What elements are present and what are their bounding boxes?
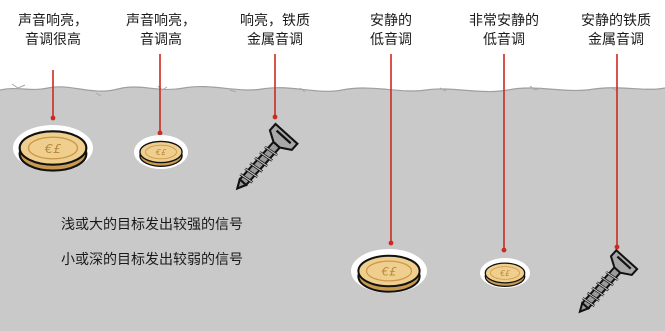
target-label-4: 安静的 低音调 [370,13,412,48]
coin-small-deep [480,258,530,288]
marker-dot-2 [157,130,163,136]
coin-large-deep [351,249,427,293]
marker-dot-5 [501,247,507,253]
marker-dot-3 [272,114,278,120]
marker-dot-4 [388,240,394,246]
marker-dot-1 [50,115,56,121]
soil-layer [0,86,665,331]
target-label-2: 声音响亮， 音调高 [126,13,196,48]
target-label-1: 声音响亮， 音调很高 [18,13,88,48]
marker-dot-6 [614,244,620,250]
soil-surface-edge [0,85,665,93]
coin-small-shallow [134,135,188,169]
target-label-5: 非常安静的 低音调 [469,13,539,48]
coin-large-shallow [13,125,93,172]
target-label-6: 安静的铁质 金属音调 [581,13,651,48]
target-label-3: 响亮，铁质 金属音调 [240,13,310,48]
note-deep-weak: 小或深的目标发出较弱的信号 [61,252,243,268]
soil-crack [11,83,618,97]
note-shallow-strong: 浅或大的目标发出较强的信号 [61,217,243,233]
